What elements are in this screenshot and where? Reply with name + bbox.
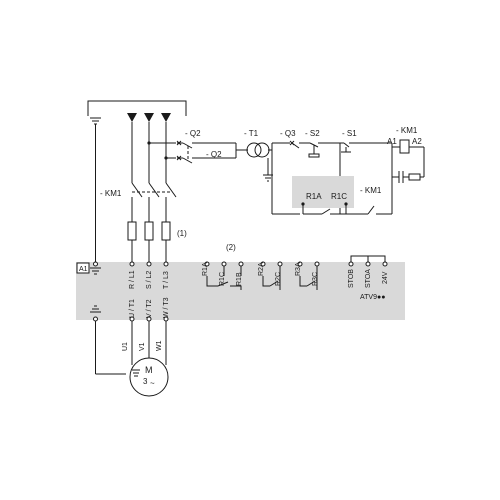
coil-km1: - KM1 A1 A2: [387, 126, 425, 183]
input-label-l2: S / L2: [146, 271, 153, 289]
earth-terminal-in: [93, 261, 98, 267]
terminal-r3a: [297, 261, 303, 267]
km1-a2-label: A2: [412, 137, 422, 146]
q2-top-label: - Q2: [185, 129, 201, 138]
terminal-stoa: [365, 261, 371, 267]
output-label-t2: V / T2: [146, 299, 153, 318]
pushbutton-s2: - S2: [305, 129, 340, 158]
safety-label-stoa: STOA: [365, 269, 372, 288]
motor-m: M 3 ~: [129, 357, 169, 397]
relay-label-r2a: R2A: [258, 262, 265, 276]
motor-tilde: ~: [150, 379, 155, 388]
input-label-l1: R / L1: [129, 270, 136, 289]
relay-label-r1a: R1A: [202, 262, 209, 276]
drive-model-label: ATV9●●: [360, 294, 385, 301]
breaker-q3: - Q3: [280, 129, 306, 149]
safety-label-stob: STOB: [348, 269, 355, 288]
terminal-r2c: [277, 261, 283, 267]
q2-mid-label: - Q2: [206, 150, 222, 159]
input-label-l3: T / L3: [163, 271, 170, 289]
terminal-stob: [348, 261, 354, 267]
s1-label: - S1: [342, 129, 357, 138]
drive-a1: A1 ATV9●● R / L1 S / L2 T / L3 U / T1 V …: [76, 243, 405, 322]
control-loop: R1A R1C - KM1: [272, 176, 393, 215]
km1-top-label: - KM1: [396, 126, 418, 135]
breaker-q2: - Q2 - Q2: [176, 129, 236, 164]
motor-symbol: M: [145, 365, 153, 375]
fuses: (1): [127, 221, 187, 262]
drive-ref-label: A1: [79, 266, 88, 273]
transformer-t1: - T1: [235, 129, 290, 214]
r1c-label: R1C: [331, 192, 347, 201]
terminal-l1: [129, 261, 135, 267]
tap-lines: [147, 141, 176, 160]
output-label-t3: W / T3: [163, 297, 170, 318]
fuse-note: (1): [177, 229, 187, 238]
terminal-r1c: [221, 261, 227, 267]
terminal-r3c: [314, 261, 320, 267]
relay-label-r1b: R1B: [236, 272, 243, 286]
motor-wiring: U1 V1 W1: [95, 321, 167, 375]
motor-lead-w1: W1: [156, 340, 163, 351]
earth-terminal-out: [93, 316, 98, 322]
terminal-r1a: [204, 261, 210, 267]
terminal-l2: [146, 261, 152, 267]
s2-label: - S2: [305, 129, 320, 138]
terminal-24v: [382, 261, 388, 267]
phase-lines: [127, 113, 171, 183]
output-label-t1: U / T1: [129, 299, 136, 318]
earth-symbol-top: [90, 117, 101, 262]
supply-bus: [87, 100, 187, 116]
t1-label: - T1: [244, 129, 259, 138]
contactor-km1-main: - KM1: [100, 182, 177, 222]
terminal-r2a: [260, 261, 266, 267]
km1-main-label: - KM1: [100, 189, 122, 198]
motor-phase: 3: [143, 377, 148, 386]
r1a-label: R1A: [306, 192, 322, 201]
terminal-r1b: [238, 261, 244, 267]
km1-contact-label: - KM1: [360, 186, 382, 195]
q3-label: - Q3: [280, 129, 296, 138]
motor-lead-u1: U1: [122, 342, 129, 351]
km1-a1-label: A1: [387, 137, 397, 146]
relay-label-r3c: R3C: [312, 272, 319, 286]
terminal-l3: [163, 261, 169, 267]
relay-label-r2c: R2C: [275, 272, 282, 286]
relay-label-r1c: R1C: [219, 272, 226, 286]
relay-note: (2): [226, 243, 236, 252]
relay-label-r3a: R3A: [295, 262, 302, 276]
safety-label-24v: 24V: [382, 271, 389, 284]
motor-lead-v1: V1: [139, 342, 146, 351]
